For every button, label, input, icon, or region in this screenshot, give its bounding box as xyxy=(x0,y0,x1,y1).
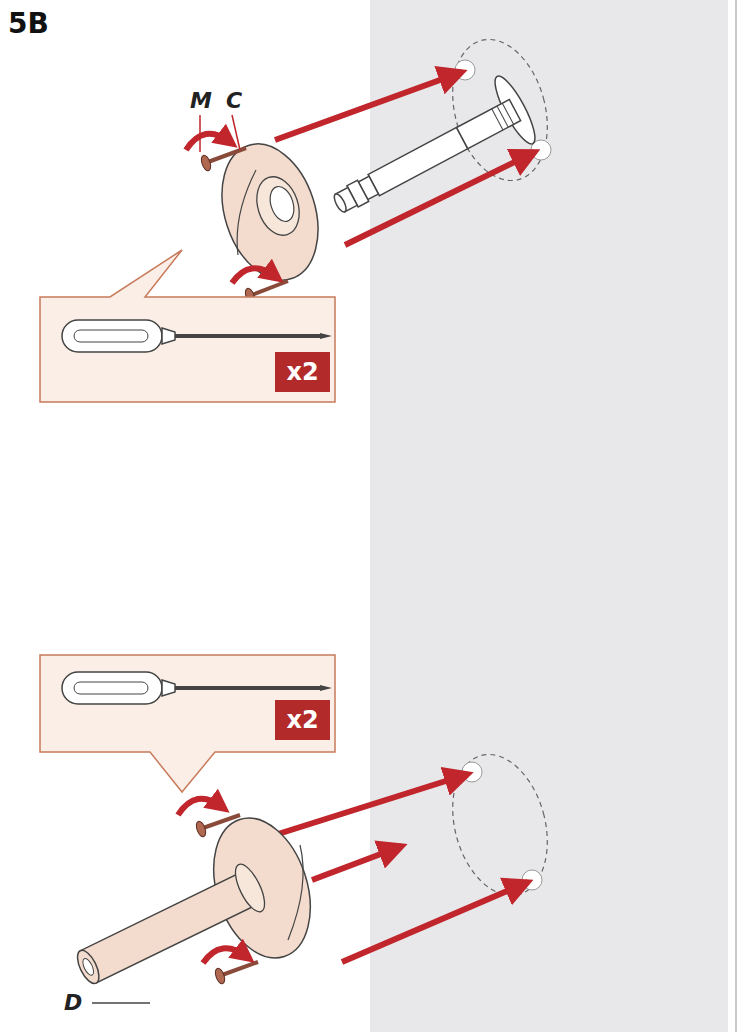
plate xyxy=(206,132,335,293)
screwdriver xyxy=(62,672,332,704)
part-letter: D xyxy=(64,992,82,1014)
plate-with-post xyxy=(70,806,327,994)
part-letter: C xyxy=(226,90,242,112)
quantity-label: x2 xyxy=(275,708,330,732)
part-letter: M xyxy=(190,90,212,112)
screw xyxy=(200,148,246,172)
screw xyxy=(195,815,240,838)
quantity-badge xyxy=(275,700,330,740)
step-number: 5B xyxy=(8,10,49,38)
screwdriver xyxy=(62,320,332,352)
shaft xyxy=(319,72,542,239)
quantity-label: x2 xyxy=(275,360,330,384)
screw xyxy=(214,962,258,985)
quantity-badge xyxy=(275,352,330,392)
